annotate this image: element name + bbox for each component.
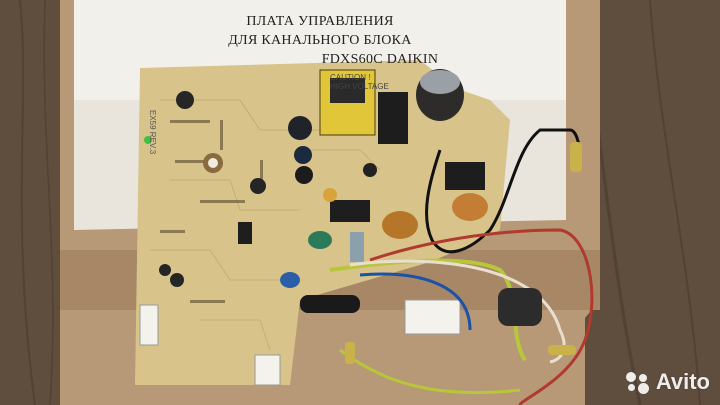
connector-white-3 xyxy=(139,304,159,346)
label-line-1: ПЛАТА УПРАВЛЕНИЯ xyxy=(246,14,394,29)
connector-white-1 xyxy=(404,299,461,335)
label-line-2: ДЛЯ КАНАЛЬНОГО БЛОКА xyxy=(228,33,412,48)
board-caution-text: CAUTION ! xyxy=(330,73,370,82)
filter-choke xyxy=(445,162,485,190)
pcb-traces xyxy=(150,99,381,351)
wire-terminal-1 xyxy=(570,142,582,172)
ferrite-bead xyxy=(498,288,542,326)
board-rev-text: EX59 REV.3 xyxy=(148,110,157,155)
led-indicator xyxy=(144,136,152,144)
capacitor-5 xyxy=(250,178,266,194)
board-high-voltage-text: HIGH VOLTAGE xyxy=(330,82,389,91)
transformer-core xyxy=(330,78,365,103)
fuse-holder xyxy=(300,295,360,313)
connector-white-2 xyxy=(254,354,281,386)
large-capacitor-top xyxy=(420,70,460,94)
watermark-text: Avito xyxy=(655,369,710,394)
capacitor-3 xyxy=(294,146,312,164)
power-ic xyxy=(378,92,408,144)
avito-watermark: Avito xyxy=(624,369,710,395)
wire-terminal-2 xyxy=(548,345,576,355)
pcb-solder-marks xyxy=(160,120,263,303)
toroid-coil xyxy=(452,193,488,221)
wire-yellow-green xyxy=(329,258,527,362)
potentiometer-knob xyxy=(208,158,218,168)
wire-black xyxy=(425,128,582,254)
pcb-board xyxy=(135,60,510,385)
paper-label: ПЛАТА УПРАВЛЕНИЯ ДЛЯ КАНАЛЬНОГО БЛОКА FD… xyxy=(74,0,566,100)
fuse xyxy=(350,232,364,262)
ceramic-cap-2 xyxy=(280,272,300,288)
wire-blue xyxy=(359,272,472,331)
capacitor-6 xyxy=(170,273,184,287)
ceramic-cap-1 xyxy=(308,231,332,249)
relay-1 xyxy=(330,200,370,222)
inductor-coil xyxy=(382,211,418,239)
avito-logo-icon xyxy=(624,369,650,395)
capacitor-1 xyxy=(176,91,194,109)
capacitor-8 xyxy=(363,163,377,177)
capacitor-7 xyxy=(159,264,171,276)
relay-2 xyxy=(238,222,252,244)
ceramic-cap-3 xyxy=(323,188,337,202)
label-line-3: FDXS60C DAIKIN xyxy=(321,52,439,67)
wire-terminal-3 xyxy=(345,342,355,364)
capacitor-4 xyxy=(295,166,313,184)
wire-red xyxy=(369,228,594,405)
capacitor-2 xyxy=(288,116,312,140)
